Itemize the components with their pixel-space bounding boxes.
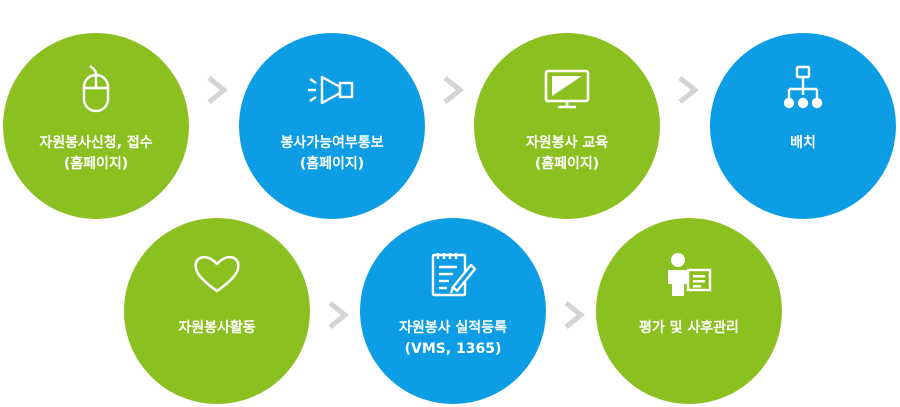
step-3-label: 자원봉사 교육 (525, 135, 609, 151)
arrow-1 (205, 75, 229, 105)
arrow-3 (676, 75, 700, 105)
heart-icon (187, 244, 247, 304)
arrow-5 (562, 300, 586, 330)
step-7-label: 평가 및 사후관리 (639, 320, 739, 336)
mouse-icon (66, 59, 126, 119)
step-5-activity: 자원봉사활동 (124, 218, 310, 404)
arrow-2 (441, 75, 465, 105)
step-3-sub: (홈페이지) (534, 156, 600, 172)
step-6-record: 자원봉사 실적등록 (VMS, 1365) (360, 218, 546, 404)
step-2-notify: 봉사가능여부통보 (홈페이지) (239, 33, 425, 219)
step-4-label: 배치 (790, 135, 816, 151)
step-1-apply: 자원봉사신청, 접수 (홈페이지) (3, 33, 189, 219)
org-chart-icon (773, 59, 833, 119)
document-pen-icon (423, 244, 483, 304)
step-3-education: 자원봉사 교육 (홈페이지) (474, 33, 660, 219)
step-1-sub: (홈페이지) (63, 156, 129, 172)
step-2-sub: (홈페이지) (299, 156, 365, 172)
step-6-sub: (VMS, 1365) (404, 341, 502, 357)
monitor-icon (537, 59, 597, 119)
step-1-label: 자원봉사신청, 접수 (39, 135, 153, 151)
speaker-icon (302, 59, 362, 119)
step-7-evaluation: 평가 및 사후관리 (596, 218, 782, 404)
step-2-label: 봉사가능여부통보 (280, 135, 384, 151)
step-5-label: 자원봉사활동 (178, 320, 256, 336)
step-6-label: 자원봉사 실적등록 (399, 320, 507, 336)
person-card-icon (659, 244, 719, 304)
step-4-assignment: 배치 (710, 33, 896, 219)
arrow-4 (326, 300, 350, 330)
